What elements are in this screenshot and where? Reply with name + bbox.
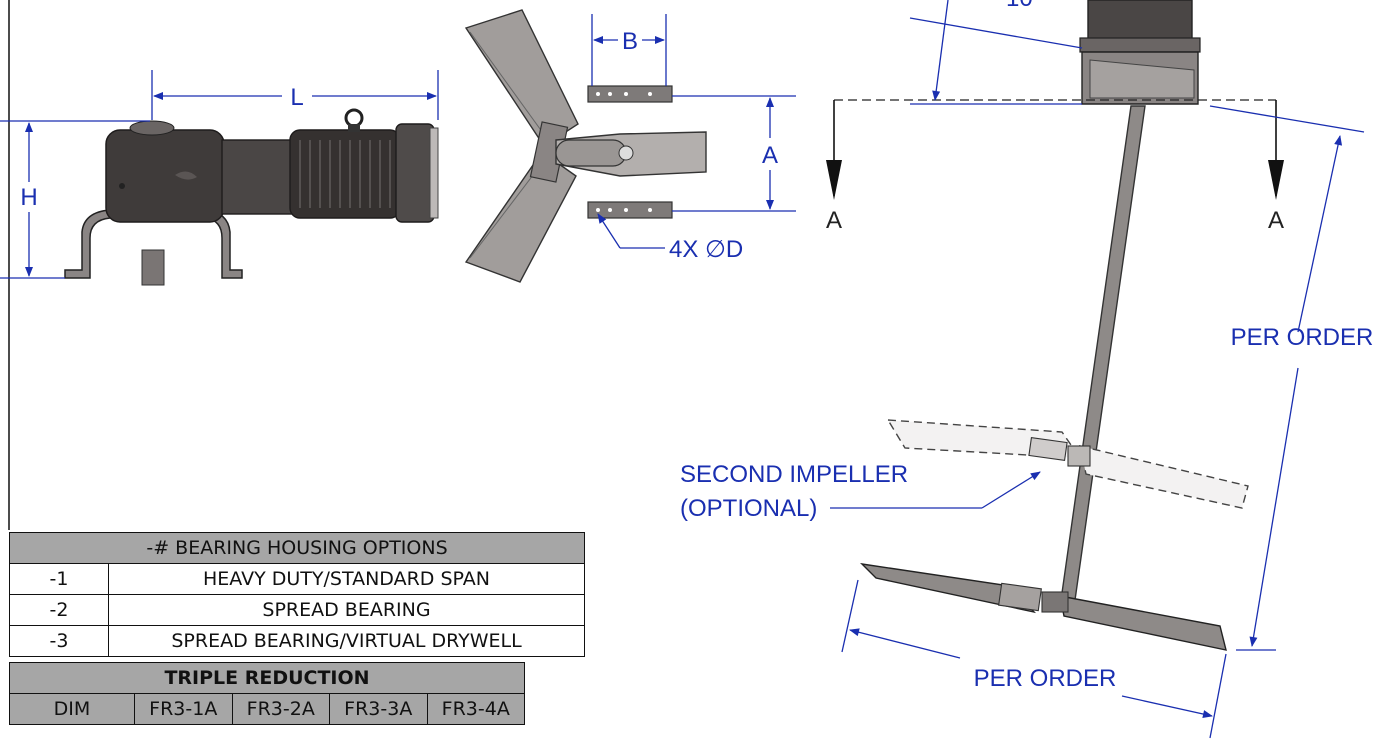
dimension-per-order-vertical — [1209, 105, 1365, 651]
bearing-desc: SPREAD BEARING/VIRTUAL DRYWELL — [108, 625, 585, 657]
angle-label: 10° — [1006, 0, 1042, 12]
bearing-code: -3 — [9, 625, 109, 657]
bearing-code: -1 — [9, 563, 109, 595]
table-row: -3 SPREAD BEARING/VIRTUAL DRYWELL — [9, 625, 585, 657]
bearing-desc: SPREAD BEARING — [108, 594, 585, 626]
reduction-table-title: TRIPLE REDUCTION — [9, 662, 525, 694]
bearing-desc: HEAVY DUTY/STANDARD SPAN — [108, 563, 585, 595]
second-impeller-label-line2: (OPTIONAL) — [680, 495, 817, 522]
hole-diameter-label: 4X ∅D — [669, 236, 743, 263]
dimension-L — [151, 70, 439, 120]
triple-reduction-table: TRIPLE REDUCTION DIM FR3-1A FR3-2A FR3-3… — [9, 662, 525, 725]
mixer-assembly — [860, 0, 1249, 651]
per-order-vertical-label: PER ORDER — [1231, 324, 1374, 351]
reduction-header-fr3-4a: FR3-4A — [426, 693, 525, 725]
bearing-options-table: -# BEARING HOUSING OPTIONS -1 HEAVY DUTY… — [9, 532, 585, 657]
dimension-A — [672, 95, 796, 212]
section-cut-line — [826, 99, 1284, 200]
bearing-code: -2 — [9, 594, 109, 626]
angle-dimension — [909, 0, 1083, 105]
section-a-right-label: A — [1268, 207, 1284, 234]
table-row: -2 SPREAD BEARING — [9, 594, 585, 626]
per-order-horizontal-label: PER ORDER — [974, 665, 1117, 692]
dimension-H — [0, 120, 150, 279]
second-impeller-label-line1: SECOND IMPELLER — [680, 461, 908, 488]
reduction-header-fr3-2a: FR3-2A — [231, 693, 330, 725]
reduction-header-fr3-3a: FR3-3A — [329, 693, 428, 725]
reduction-header-dim: DIM — [9, 693, 135, 725]
dimension-a-label: A — [762, 142, 778, 169]
impeller-hub-view — [464, 9, 707, 283]
section-a-left-label: A — [826, 207, 842, 234]
hole-leader — [597, 213, 665, 249]
dimension-b-label: B — [622, 28, 638, 55]
dimension-per-order-horizontal — [841, 579, 1227, 739]
motor-gearbox-side-view — [64, 108, 439, 286]
dimension-h-label: H — [20, 184, 37, 211]
reduction-header-fr3-1a: FR3-1A — [134, 693, 233, 725]
table-row: DIM FR3-1A FR3-2A FR3-3A FR3-4A — [9, 693, 525, 725]
dimension-B — [591, 14, 667, 86]
second-impeller-leader — [830, 471, 1041, 509]
bearing-table-title: -# BEARING HOUSING OPTIONS — [9, 532, 585, 564]
dimension-l-label: L — [290, 84, 303, 111]
table-row: -1 HEAVY DUTY/STANDARD SPAN — [9, 563, 585, 595]
